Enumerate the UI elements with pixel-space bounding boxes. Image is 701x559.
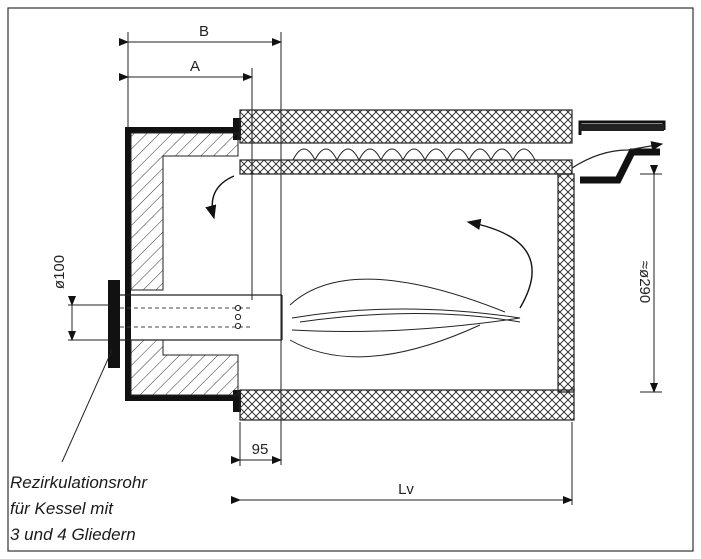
dimension-a: A [119,58,253,300]
wall-flange-bottom [233,390,241,412]
caption-line-3: 3 und 4 Gliedern [10,525,136,544]
dimension-length: Lv [231,422,573,505]
wall-flange-top [233,118,241,140]
flow-arrow-recirculation [205,175,235,220]
label-a: A [190,58,200,75]
dimension-offset: 95 [231,422,282,466]
label-length: Lv [398,481,414,498]
dimension-chamber-diameter: ≈ø290 [636,165,662,393]
boiler-wall [125,127,238,401]
chamber-insulation [239,109,575,421]
caption-leader [61,349,113,463]
recirculation-pipe [108,280,283,368]
flow-arrow-chamber [466,218,533,309]
flue-outlet [571,120,666,184]
caption-recirculation-pipe: Rezirkulationsrohr für Kessel mit 3 und … [10,470,270,548]
caption-line-2: für Kessel mit [10,499,113,518]
label-pipe-diameter: ø100 [51,255,68,289]
flue-turbulators [292,148,536,162]
frame-border [7,7,694,552]
door-insulation-bottom [130,339,239,396]
label-chamber-diameter: ≈ø290 [636,261,653,303]
label-b: B [199,23,209,40]
flame [289,278,521,358]
door-insulation-top [130,132,239,291]
dimension-pipe-diameter: ø100 [51,255,110,341]
caption-line-1: Rezirkulationsrohr [10,473,147,492]
label-offset: 95 [252,441,269,458]
